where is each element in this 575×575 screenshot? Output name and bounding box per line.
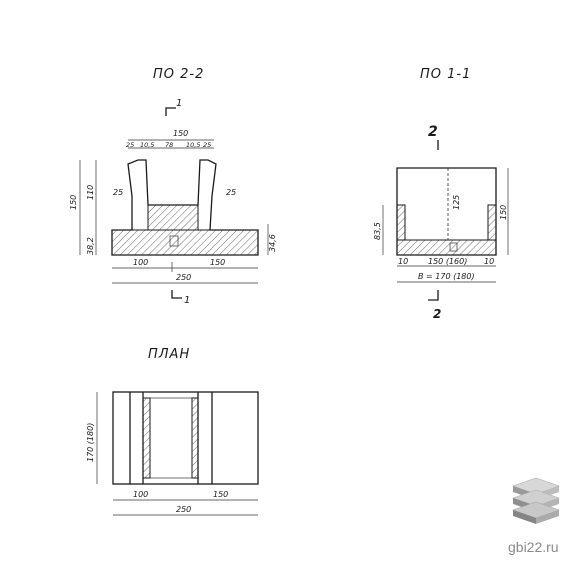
dim-top-part-4: 10,5 <box>186 141 200 149</box>
dim-bottom-right-1-1: 10 <box>484 257 494 266</box>
dim-bottom-total: 250 <box>176 273 191 282</box>
plan-right-wall-hatch <box>191 397 199 479</box>
dim-plan-bottom-left: 100 <box>133 490 148 499</box>
dim-top-total: 150 <box>173 129 188 138</box>
dim-right-side: 25 <box>226 188 236 197</box>
dim-top-part-3: 78 <box>165 141 173 149</box>
dim-bottom-right: 150 <box>210 258 225 267</box>
cut-marker-2-bottom: 2 <box>428 290 441 321</box>
section-2-2-base-hatch <box>111 204 259 256</box>
dim-bottom-total-1-1: В = 170 (180) <box>418 272 475 281</box>
dim-plan-bottom-right: 150 <box>213 490 228 499</box>
section-1-1-view: ПО 1-1 2 125 150 83,5 10 150 (160) 10 В … <box>373 67 509 321</box>
plan-outline <box>112 391 259 485</box>
dim-left-height-1-1: 83,5 <box>373 222 382 240</box>
dim-bottom-left-1-1: 10 <box>398 257 408 266</box>
dim-left-upper: 110 <box>86 185 95 200</box>
dim-plan-bottom-total: 250 <box>176 505 191 514</box>
dim-left-lower: 38,2 <box>86 237 95 255</box>
cut-label-1-bottom: 1 <box>184 295 190 306</box>
cut-marker-2-top: 2 <box>428 124 439 150</box>
cut-marker-1-top: 1 <box>165 98 182 116</box>
dim-left-side: 25 <box>113 188 123 197</box>
plan-inner-tray <box>149 397 193 479</box>
section-1-1-rebar <box>449 242 458 252</box>
section-2-2-view: ПО 2-2 1 150 25 10,5 78 10,5 25 150 110 … <box>69 67 277 306</box>
stacked-slabs-icon <box>512 477 560 524</box>
section-1-1-walls <box>404 205 489 240</box>
dim-top-part-2: 10,5 <box>140 141 154 149</box>
section-1-1-title: ПО 1-1 <box>420 67 471 82</box>
dim-right-height: 34,6 <box>268 234 277 252</box>
cut-label-2-bottom: 2 <box>433 307 441 321</box>
plan-left-wall-hatch <box>142 397 151 479</box>
watermark-text: gbi22.ru <box>508 539 559 555</box>
dim-top-part-1: 25 <box>126 141 134 149</box>
section-1-1-right-wall-hatch <box>487 204 497 241</box>
cut-label-1-top: 1 <box>176 98 182 109</box>
dim-bottom-left: 100 <box>133 258 148 267</box>
dim-bottom-mid-1-1: 150 (160) <box>428 257 467 266</box>
dim-right-height-1-1: 150 <box>499 205 508 220</box>
dim-plan-left: 170 (180) <box>86 423 95 462</box>
plan-view: ПЛАН 170 (180) 100 150 250 <box>86 347 259 516</box>
cut-marker-1-bottom: 1 <box>171 290 190 306</box>
cut-label-2-top: 2 <box>428 124 438 140</box>
section-1-1-left-wall-hatch <box>396 204 406 241</box>
section-1-1-base-hatch <box>396 239 497 256</box>
section-2-2-title: ПО 2-2 <box>153 67 204 82</box>
dim-top-part-5: 25 <box>203 141 211 149</box>
watermark: gbi22.ru <box>508 477 560 555</box>
section-2-2-rebar <box>169 235 179 247</box>
dim-inner-height: 125 <box>452 195 461 210</box>
plan-title: ПЛАН <box>148 347 190 362</box>
dim-left-total: 150 <box>69 195 78 210</box>
